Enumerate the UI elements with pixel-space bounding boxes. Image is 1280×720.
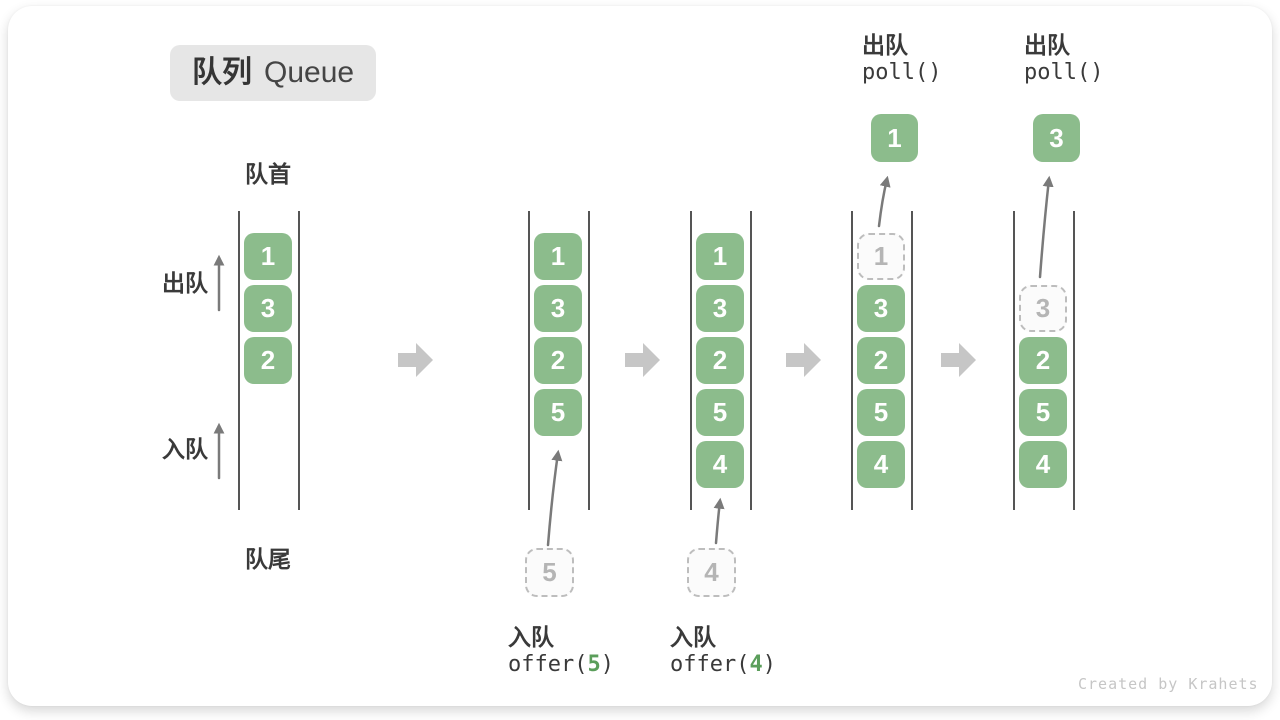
- queue-item: 2: [696, 337, 744, 384]
- queue-front-label: 队首: [245, 161, 291, 187]
- dequeue-op-label: 出队: [862, 32, 908, 58]
- queue-item: 3: [1019, 285, 1067, 332]
- queue-rail: [588, 211, 590, 510]
- queue-item: 5: [696, 389, 744, 436]
- queue-item: 5: [857, 389, 905, 436]
- queue-item: 4: [1019, 441, 1067, 488]
- incoming-item: 5: [525, 548, 574, 597]
- dequeued-item: 1: [871, 114, 918, 162]
- queue-item: 1: [696, 233, 744, 280]
- queue-item: 2: [534, 337, 582, 384]
- queue-rear-label: 队尾: [245, 546, 291, 572]
- queue-rail: [1073, 211, 1075, 510]
- queue-rail: [1013, 211, 1015, 510]
- enqueue-op-label: 入队: [508, 624, 554, 650]
- queue-item: 1: [857, 233, 905, 280]
- dequeue-op-code: poll(): [862, 60, 942, 85]
- queue-item: 2: [244, 337, 292, 384]
- enqueue-op-code: offer(4): [670, 652, 776, 677]
- dequeue-op-label: 出队: [1024, 32, 1070, 58]
- queue-item: 2: [857, 337, 905, 384]
- queue-item: 1: [244, 233, 292, 280]
- queue-item: 2: [1019, 337, 1067, 384]
- enqueue-label: 入队: [162, 436, 208, 462]
- queue-item: 3: [696, 285, 744, 332]
- queue-rail: [528, 211, 530, 510]
- title-zh: 队列: [192, 56, 252, 89]
- title-badge: 队列 Queue: [170, 45, 377, 101]
- enqueue-op-label: 入队: [670, 624, 716, 650]
- queue-rail: [851, 211, 853, 510]
- queue-item: 3: [244, 285, 292, 332]
- title-en: Queue: [264, 56, 355, 89]
- dequeue-op-code: poll(): [1024, 60, 1104, 85]
- queue-item: 4: [857, 441, 905, 488]
- queue-rail: [298, 211, 300, 510]
- queue-rail: [690, 211, 692, 510]
- dequeue-label: 出队: [162, 270, 208, 296]
- queue-item: 3: [857, 285, 905, 332]
- queue-rail: [238, 211, 240, 510]
- queue-item: 3: [534, 285, 582, 332]
- queue-item: 4: [696, 441, 744, 488]
- incoming-item: 4: [687, 548, 736, 597]
- enqueue-op-code: offer(5): [508, 652, 614, 677]
- queue-item: 1: [534, 233, 582, 280]
- queue-item: 5: [534, 389, 582, 436]
- queue-item: 5: [1019, 389, 1067, 436]
- queue-rail: [750, 211, 752, 510]
- watermark: Created by Krahets: [1078, 675, 1259, 693]
- queue-rail: [911, 211, 913, 510]
- diagram-card: [8, 6, 1272, 706]
- dequeued-item: 3: [1033, 114, 1080, 162]
